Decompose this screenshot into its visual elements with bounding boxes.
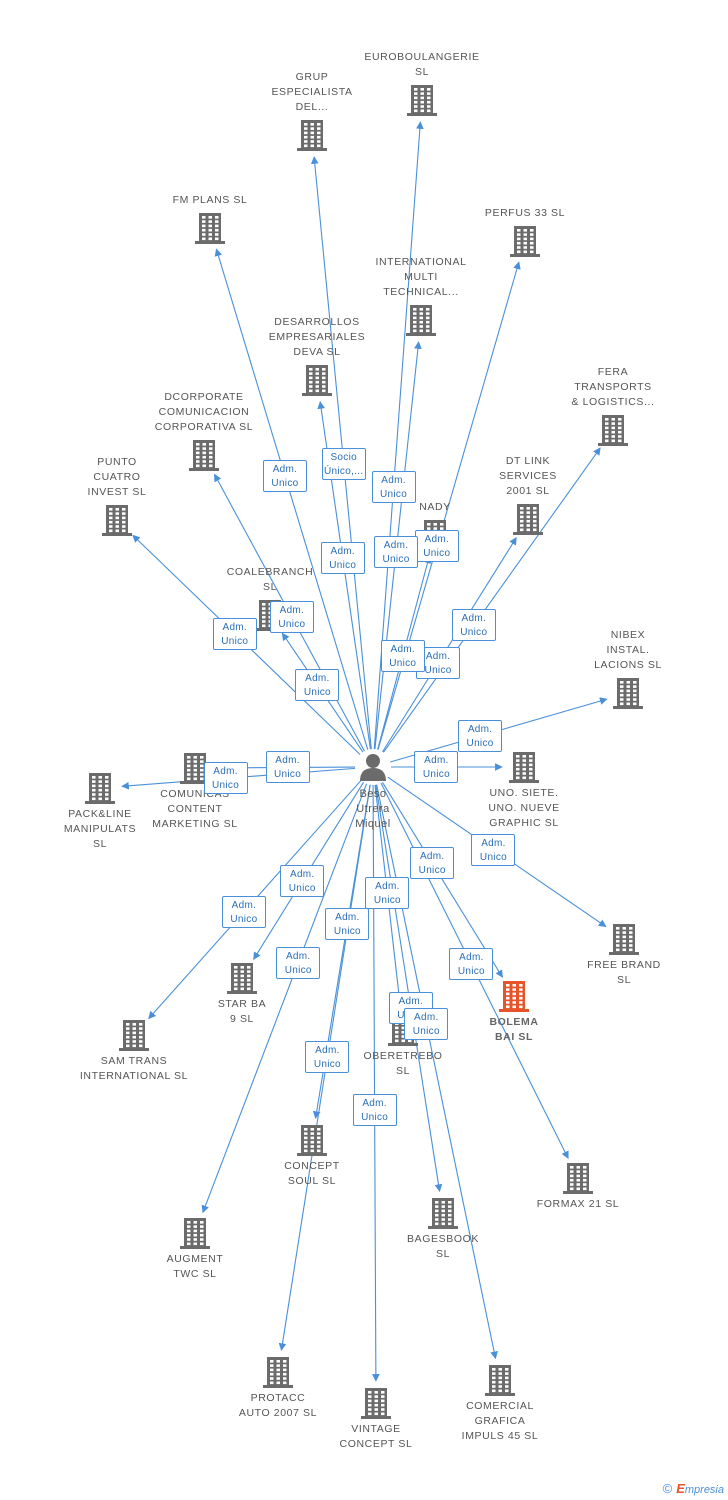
building-icon-vintage[interactable] [361,1388,391,1419]
role-badge-dcorporate[interactable]: Adm.Unico [269,601,314,634]
role-badge-nady[interactable]: Adm.Unico [380,639,425,672]
role-badge-augment[interactable]: Adm.Unico [276,946,321,979]
building-icon-uno-siete[interactable] [509,752,539,783]
building-icon-fm-plans[interactable] [195,213,225,244]
role-badge-fm-plans[interactable]: Adm.Unico [262,459,307,492]
node-label-perfus[interactable]: PERFUS 33 SL [484,207,566,219]
role-badge-perfus[interactable]: Adm.Unico [414,530,459,563]
role-badge-desarrollos[interactable]: Adm.Unico [320,542,365,575]
role-badge-nibex[interactable]: Adm.Unico [458,719,503,752]
role-badge-sam-trans[interactable]: Adm.Unico [221,895,266,928]
building-icon-punto[interactable] [102,505,132,536]
role-badge-euroboulangerie[interactable]: Adm.Unico [371,470,416,503]
brand-logo-initial: E [676,1481,685,1496]
person-icon[interactable] [360,754,386,781]
building-icon-desarrollos[interactable] [302,365,332,396]
building-icon-protacc[interactable] [263,1357,293,1388]
building-icon-sam-trans[interactable] [119,1020,149,1051]
node-label-fm-plans[interactable]: FM PLANS SL [172,194,248,206]
footer-brand: ©Empresia [663,1481,724,1496]
role-badge-formax[interactable]: Adm.Unico [449,948,494,981]
role-badge-punto[interactable]: Adm.Unico [212,617,257,650]
brand-logo-text: mpresia [684,1484,724,1496]
buildings-layer [85,85,643,1419]
building-icon-fera[interactable] [598,415,628,446]
building-icon-star-ba[interactable] [227,963,257,994]
edge-fm-plans [214,248,369,750]
building-icon-euroboulangerie[interactable] [407,85,437,116]
role-badge-coalebranch[interactable]: Adm.Unico [295,668,340,701]
building-icon-bagesbook[interactable] [428,1198,458,1229]
role-badge-concept-soul[interactable]: Adm.Unico [325,907,370,940]
building-icon-dcorporate[interactable] [189,440,219,471]
building-icon-dt-link[interactable] [513,504,543,535]
edge-fera [382,447,601,753]
edges-layer [121,121,608,1382]
edge-bagesbook [375,784,443,1193]
edge-augment [201,783,368,1214]
role-badge-star-ba[interactable]: Adm.Unico [280,864,325,897]
role-badge-bolema[interactable]: Adm.Unico [410,847,455,880]
building-icon-free-brand[interactable] [609,924,639,955]
role-badge-international[interactable]: Adm.Unico [374,536,419,569]
building-icon-pack-line[interactable] [85,773,115,804]
building-icon-perfus[interactable] [510,226,540,257]
role-badge-obe[interactable]: Adm.Unico [365,877,410,910]
role-badge-uno-siete[interactable]: Adm.Unico [414,751,459,783]
role-badge-free-brand[interactable]: Adm.Unico [471,833,516,866]
building-icon-comunicas[interactable] [180,753,210,784]
building-icon-international[interactable] [406,305,436,336]
building-icon-bolema[interactable] [499,981,529,1012]
role-badge-protacc[interactable]: Adm.Unico [305,1041,350,1074]
role-badge-dt-link[interactable]: Adm.Unico [416,646,461,679]
role-badge-comunicas[interactable]: Adm.Unico [265,751,310,784]
edge-bolema [381,782,503,978]
role-badge-pack-line[interactable]: Adm.Unico [203,762,248,795]
node-label-nady[interactable]: NADY [419,501,451,513]
building-icon-nibex[interactable] [613,678,643,709]
edge-vintage [372,784,380,1382]
building-icon-concept-soul[interactable] [297,1125,327,1156]
building-icon-augment[interactable] [180,1218,210,1249]
building-icon-comercial[interactable] [485,1365,515,1396]
node-label-formax[interactable]: FORMAX 21 SL [536,1198,620,1210]
role-badge-comercial[interactable]: Adm.Unico [404,1008,449,1041]
role-badge-vintage[interactable]: Adm.Unico [352,1094,397,1127]
role-badge-fera[interactable]: Adm.Unico [451,609,496,642]
building-icon-formax[interactable] [563,1163,593,1194]
edge-dt-link [382,537,517,753]
copyright-icon: © [662,1481,673,1496]
building-icon-grup[interactable] [297,120,327,151]
